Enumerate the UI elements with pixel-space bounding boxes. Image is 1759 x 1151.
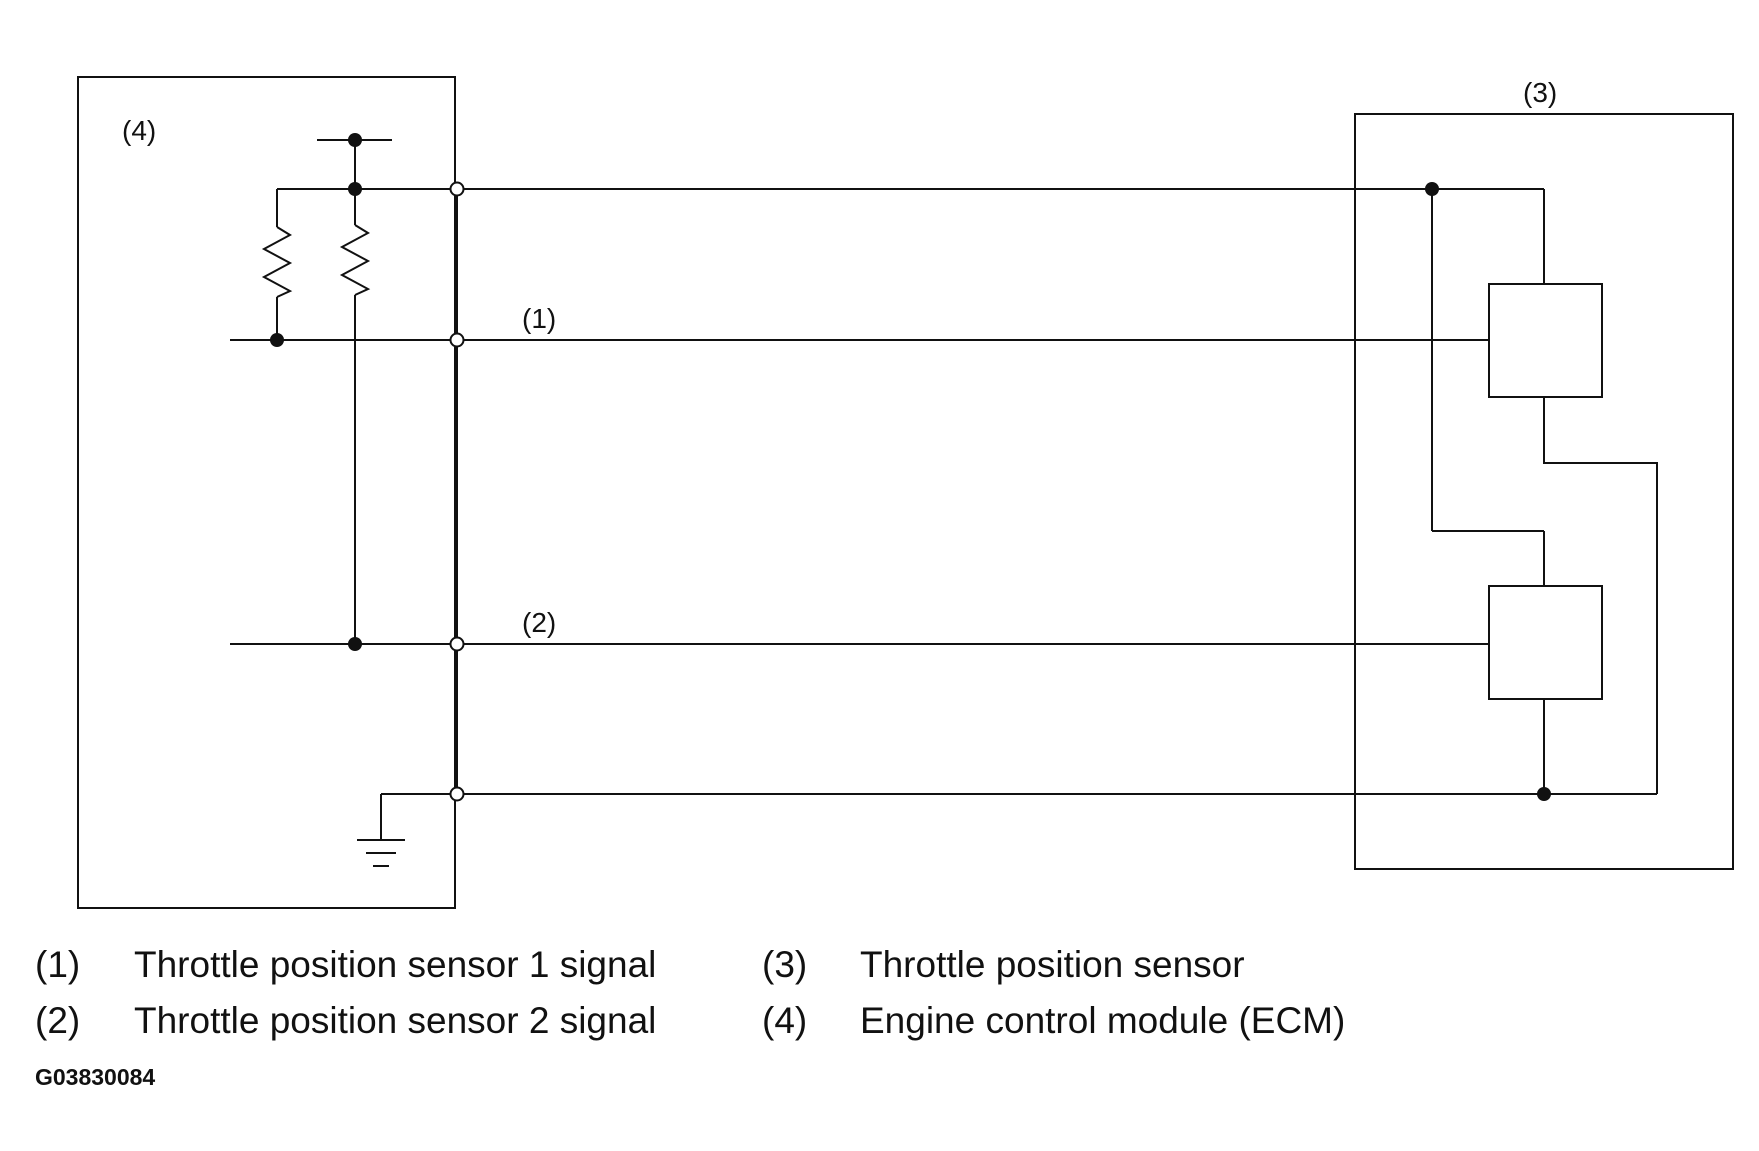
resistor-1 xyxy=(261,226,293,298)
ecm-label: (4) xyxy=(122,115,156,146)
ecm-box xyxy=(77,76,456,909)
signal-2-label: (2) xyxy=(522,607,556,638)
legend-num-2: (2) xyxy=(35,1000,81,1041)
s1-ground-return xyxy=(1543,397,1658,794)
signal-1-label: (1) xyxy=(522,303,556,334)
connector-terminal-signal-2 xyxy=(449,636,465,652)
legend-num-4: (4) xyxy=(762,1000,808,1041)
sensor-element-2 xyxy=(1488,585,1603,700)
junction-dot-sensor-supply xyxy=(1425,182,1439,196)
junction-dot-resistor-1 xyxy=(270,333,284,347)
junction-dot-supply xyxy=(348,182,362,196)
sensor-box xyxy=(1354,113,1734,870)
figure-code: G03830084 xyxy=(35,1064,156,1090)
legend-num-3: (3) xyxy=(762,944,808,985)
junction-dot-sensor-ground xyxy=(1537,787,1551,801)
legend-text-2: Throttle position sensor 2 signal xyxy=(134,1000,657,1041)
junction-dot-resistor-2 xyxy=(348,637,362,651)
legend-num-1: (1) xyxy=(35,944,81,985)
legend-text-4: Engine control module (ECM) xyxy=(860,1000,1346,1041)
legend-text-1: Throttle position sensor 1 signal xyxy=(134,944,657,985)
connector-terminal-signal-1 xyxy=(449,332,465,348)
sensor-label: (3) xyxy=(1523,77,1557,108)
legend-text-3: Throttle position sensor xyxy=(860,944,1245,985)
connector-terminal-supply xyxy=(449,181,465,197)
junction-dot-supply-top xyxy=(348,133,362,147)
sensor-element-1 xyxy=(1488,283,1603,398)
resistor-2 xyxy=(339,224,371,296)
connector-terminal-ground xyxy=(449,786,465,802)
